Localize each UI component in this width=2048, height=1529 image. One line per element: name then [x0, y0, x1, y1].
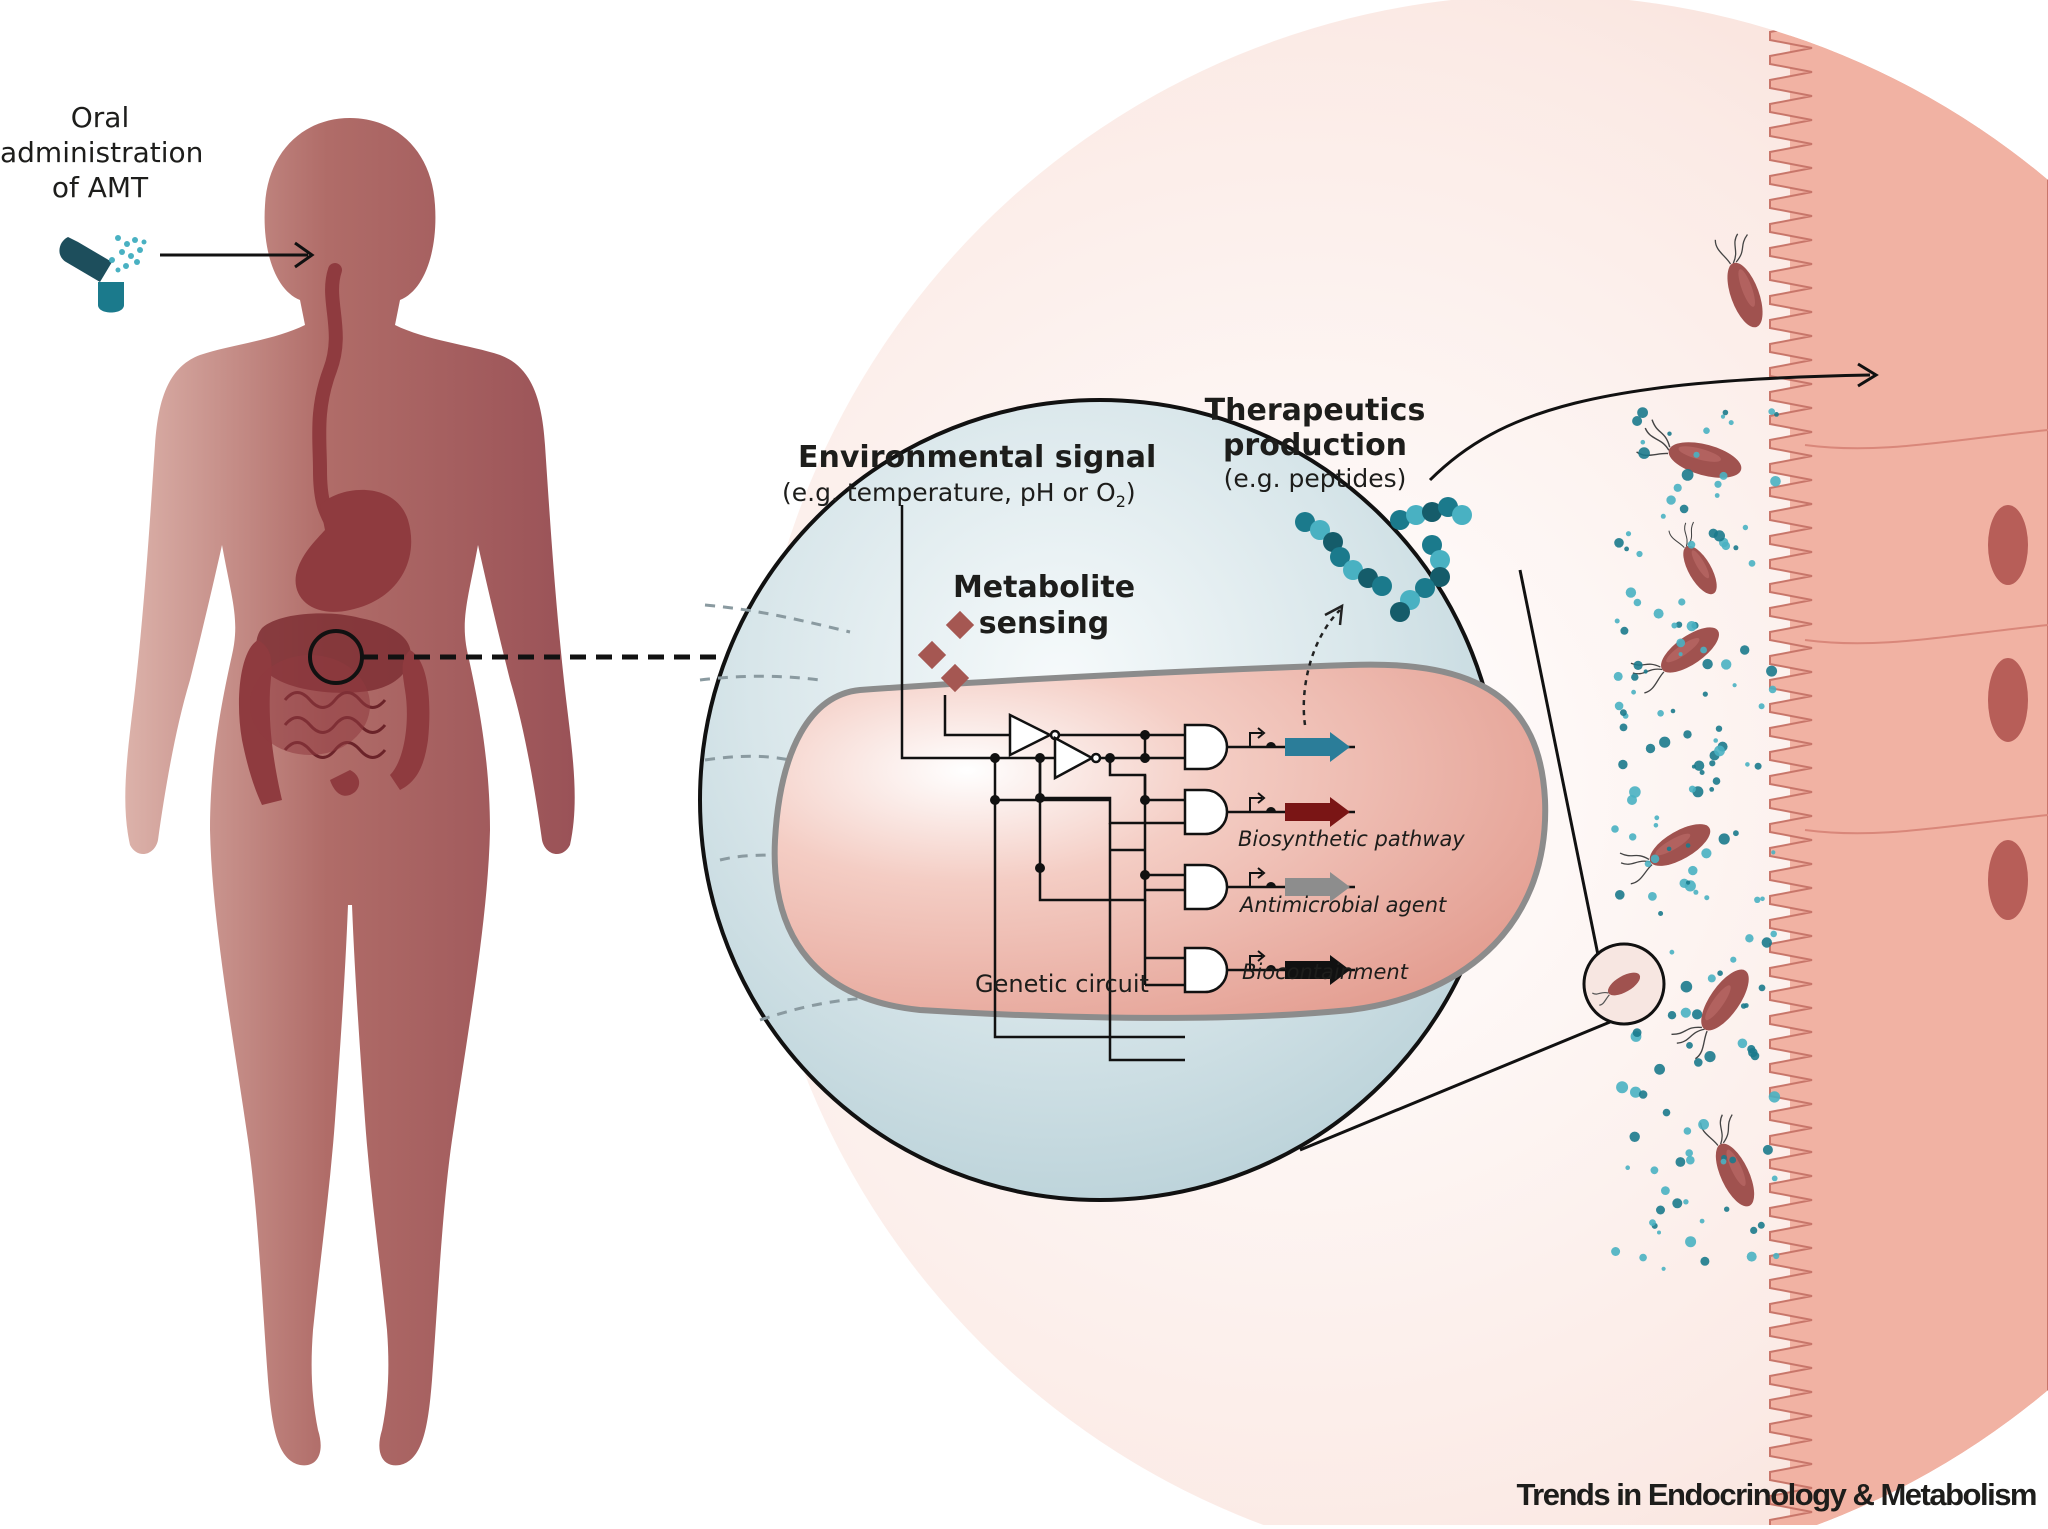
genetic-circuit-label: Genetic circuit: [975, 970, 1149, 998]
arrow-head-icon: [1324, 603, 1344, 626]
bacterium-icon: [1671, 969, 1749, 1060]
bacteria-group: [1619, 233, 1763, 1207]
promoter-arrow-icon: [1227, 727, 1355, 762]
zoom-line-upper: [1518, 569, 1600, 956]
biocontainment-label: Biocontainment: [1242, 960, 1408, 984]
antimicrobial-agent-label: Antimicrobial agent: [1240, 893, 1447, 917]
arrow-head-icon: [1857, 362, 1879, 388]
genetic-circuit: [900, 505, 1185, 1062]
oral-administration-label: Oral administration of AMT: [0, 101, 204, 204]
capsule-icon: [59, 235, 147, 313]
arrow-head-icon: [294, 241, 315, 269]
bacterium-icon: [1592, 972, 1641, 1006]
bacterial-cell-body: [771, 661, 1549, 1021]
diamond-molecule-icon: [917, 610, 975, 693]
digestive-tract: [238, 263, 430, 805]
therapeutics-production-title: Therapeutics production: [1204, 393, 1426, 463]
env-examples-subscript: 2: [1115, 492, 1126, 511]
environmental-signal-examples: (e.g. temperature, pH or O2): [782, 478, 1136, 511]
intestinal-wall: [1769, 0, 2048, 1529]
biosynthetic-pathway-label: Biosynthetic pathway: [1238, 827, 1465, 851]
export-arrow: [1302, 609, 1341, 726]
zoom-line-lower: [1299, 1020, 1611, 1152]
gene-outputs: [1227, 727, 1355, 985]
bacterium-icon: [1668, 521, 1717, 595]
not-gate-icon: [1008, 712, 1102, 781]
env-examples-text: (e.g. temperature, pH or O: [782, 478, 1116, 507]
env-examples-close: ): [1125, 478, 1136, 507]
promoter-arrow-icon: [1227, 792, 1355, 827]
therapeutics-production-examples: (e.g. peptides): [1223, 464, 1407, 493]
peptide-chain-icon: [1295, 497, 1472, 622]
bacterium-icon: [1619, 824, 1711, 885]
bacterium-icon: [1714, 233, 1763, 328]
secretion-arrow: [1428, 373, 1871, 482]
environmental-signal-title: Environmental signal: [798, 440, 1157, 475]
circuit-junctions: [990, 730, 1150, 880]
secreted-molecules: [1611, 407, 1781, 1271]
bacterium-icon: [1636, 419, 1742, 478]
journal-credit: Trends in Endocrinology & Metabolism: [1516, 1477, 2037, 1512]
promoter-arrow-icon: [1227, 867, 1355, 902]
promoter-arrow-icon: [1227, 950, 1355, 985]
metabolite-sensing-label: Metabolite sensing: [952, 570, 1136, 641]
and-gate-icon: [1183, 723, 1229, 994]
